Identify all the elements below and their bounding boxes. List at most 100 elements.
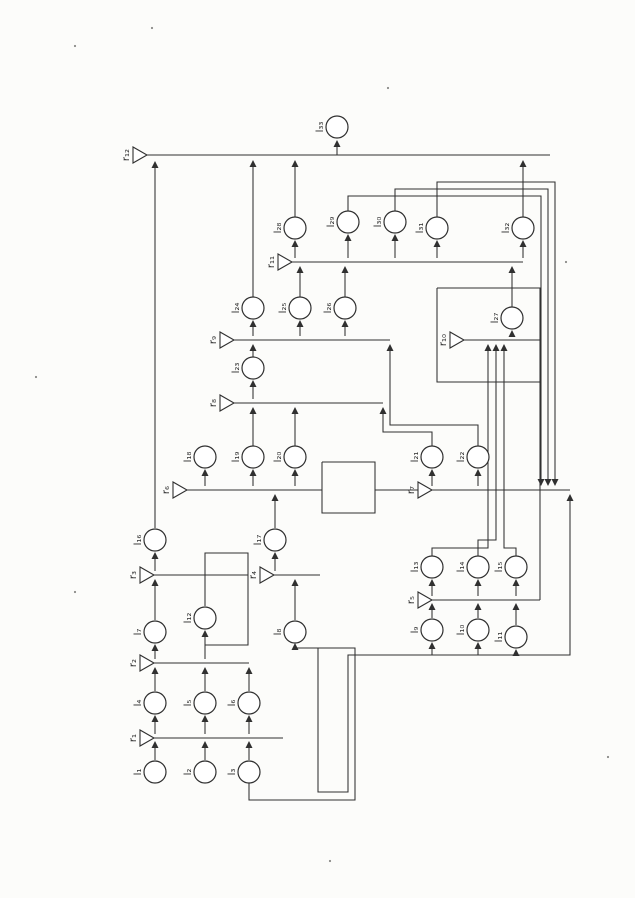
place-l21: l₂₁ [410, 445, 444, 469]
transition-label-r4: r₄ [248, 571, 259, 579]
place-l12: l₁₂ [183, 606, 217, 630]
scan-speck-1 [150, 26, 154, 30]
place-l19: l₁₉ [231, 445, 265, 469]
transition-r4: r₄ [248, 566, 276, 584]
place-label-l26: l₂₆ [323, 303, 334, 314]
place-l4: l₄ [133, 691, 167, 715]
place-l5: l₅ [183, 691, 217, 715]
place-circle-icon [193, 606, 217, 630]
transition-r10: r₁₀ [438, 331, 466, 349]
edge-57 [477, 344, 500, 556]
edge-74 [317, 494, 574, 793]
place-label-l11: l₁₁ [494, 632, 505, 643]
place-l33: l₃₃ [315, 115, 349, 139]
place-label-l23: l₂₃ [231, 363, 242, 374]
place-circle-icon [425, 216, 449, 240]
place-label-l24: l₂₄ [231, 303, 242, 314]
place-l30: l₃₀ [373, 210, 407, 234]
scan-speck-5 [606, 755, 610, 759]
place-l2: l₂ [183, 760, 217, 784]
edge-53 [347, 195, 545, 486]
place-circle-icon [420, 445, 444, 469]
place-label-l3: l₃ [227, 769, 238, 776]
place-circle-icon [143, 620, 167, 644]
scan-speck-6 [328, 859, 332, 863]
place-l20: l₂₀ [273, 445, 307, 469]
place-label-l27: l₂₇ [490, 313, 501, 324]
transition-r6: r₆ [161, 481, 189, 499]
place-label-l8: l₈ [273, 629, 284, 636]
place-circle-icon [241, 296, 265, 320]
place-circle-icon [143, 691, 167, 715]
place-l28: l₂₈ [273, 216, 307, 240]
place-label-l19: l₁₉ [231, 452, 242, 463]
scan-speck-2 [386, 86, 390, 90]
transition-r9: r₉ [208, 331, 236, 349]
place-circle-icon [237, 691, 261, 715]
edge-58 [500, 344, 517, 556]
transition-triangle-icon [139, 654, 156, 672]
place-l3: l₃ [227, 760, 261, 784]
place-circle-icon [241, 445, 265, 469]
transition-triangle-icon [417, 481, 434, 499]
place-circle-icon [143, 760, 167, 784]
place-label-l31: l₃₁ [415, 223, 426, 234]
transition-label-r5: r₅ [406, 596, 417, 604]
place-circle-icon [420, 618, 444, 642]
place-l29: l₂₉ [326, 210, 360, 234]
transition-triangle-icon [449, 331, 466, 349]
transition-triangle-icon [139, 729, 156, 747]
edge-54 [394, 188, 552, 486]
transition-label-r12: r₁₂ [121, 149, 132, 161]
place-circle-icon [333, 296, 357, 320]
place-l24: l₂₄ [231, 296, 265, 320]
edge-32 [379, 407, 433, 446]
place-l11: l₁₁ [494, 625, 528, 649]
place-label-l33: l₃₃ [315, 122, 326, 133]
edge-26 [321, 461, 376, 514]
place-circle-icon [288, 296, 312, 320]
place-label-l1: l₁ [133, 769, 144, 776]
place-l32: l₃₂ [501, 216, 535, 240]
transition-triangle-icon [172, 481, 189, 499]
place-circle-icon [143, 528, 167, 552]
transition-label-r11: r₁₁ [266, 256, 277, 268]
transition-label-r9: r₉ [208, 336, 219, 344]
place-label-l12: l₁₂ [183, 613, 194, 624]
scan-speck-3 [34, 375, 38, 379]
place-circle-icon [500, 306, 524, 330]
place-circle-icon [193, 691, 217, 715]
place-l6: l₆ [227, 691, 261, 715]
place-label-l29: l₂₉ [326, 217, 337, 228]
place-circle-icon [241, 356, 265, 380]
place-l22: l₂₂ [456, 445, 490, 469]
transition-r12: r₁₂ [121, 146, 149, 164]
place-label-l18: l₁₈ [183, 452, 194, 463]
place-l31: l₃₁ [415, 216, 449, 240]
place-circle-icon [466, 555, 490, 579]
transition-label-r1: r₁ [128, 734, 139, 742]
place-circle-icon [336, 210, 360, 234]
transition-triangle-icon [132, 146, 149, 164]
place-label-l22: l₂₂ [456, 452, 467, 463]
scan-noise-layer [34, 26, 610, 863]
place-l13: l₁₃ [410, 555, 444, 579]
place-l23: l₂₃ [231, 356, 265, 380]
scan-speck-4 [564, 260, 568, 264]
place-label-l20: l₂₀ [273, 452, 284, 463]
transition-triangle-icon [139, 566, 156, 584]
transition-triangle-icon [417, 591, 434, 609]
transition-r1: r₁ [128, 729, 156, 747]
place-circle-icon [237, 760, 261, 784]
transition-label-r7: r₇ [406, 486, 417, 494]
edge-layer [147, 140, 574, 801]
place-label-l6: l₆ [227, 700, 238, 707]
place-l16: l₁₆ [133, 528, 167, 552]
edge-55 [436, 181, 559, 486]
place-label-l17: l₁₇ [253, 535, 264, 546]
transition-triangle-icon [219, 331, 236, 349]
place-circle-icon [193, 760, 217, 784]
transition-label-r6: r₆ [161, 486, 172, 494]
